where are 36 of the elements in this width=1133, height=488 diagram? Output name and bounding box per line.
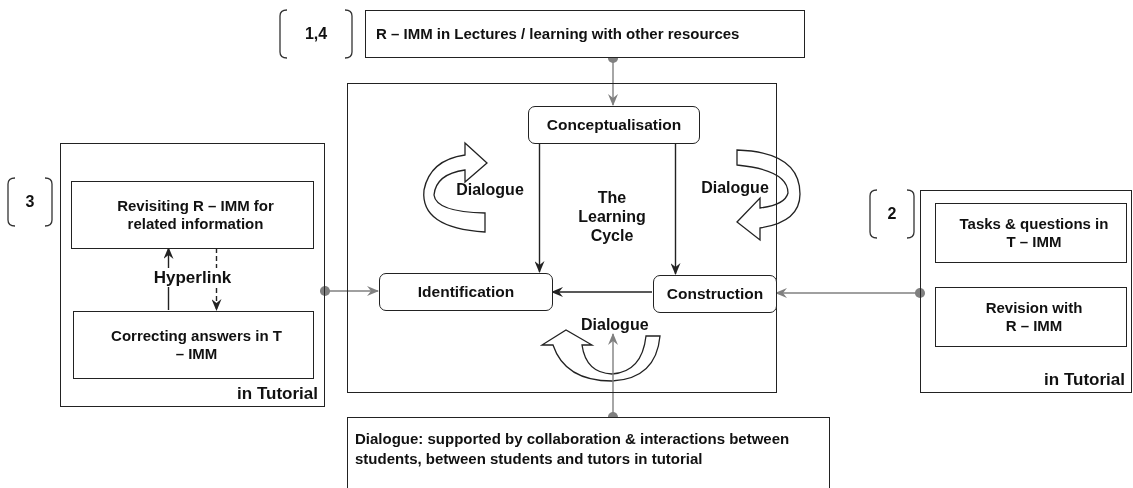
box-text: Conceptualisation bbox=[545, 116, 683, 134]
tutorial-panel bbox=[920, 190, 1132, 393]
arrow bbox=[534, 142, 545, 273]
stage-box bbox=[653, 275, 777, 313]
box-text: Dialogue: supported by collaboration & interactions between students, between students and tutors in tutorial bbox=[355, 429, 791, 469]
arrow bbox=[211, 247, 222, 311]
step-number: 1,4 bbox=[303, 24, 329, 43]
connector-arrow bbox=[319, 285, 379, 297]
box-text: R – IMM in Lectures / learning with other resources bbox=[376, 25, 740, 43]
arrow bbox=[670, 142, 681, 275]
box-text: Identification bbox=[416, 283, 516, 301]
connector-arrow bbox=[775, 287, 926, 299]
step-number: 2 bbox=[886, 204, 898, 223]
diagram-label: The Learning Cycle bbox=[577, 188, 647, 245]
box-text: Construction bbox=[665, 285, 765, 303]
stage-box bbox=[528, 106, 700, 144]
text-box bbox=[71, 181, 314, 249]
box-text: Revisiting R – IMM for related information bbox=[116, 197, 275, 233]
stage-box bbox=[379, 273, 553, 311]
text-box bbox=[73, 311, 314, 379]
tutorial-panel bbox=[60, 143, 325, 407]
cycle-frame bbox=[347, 83, 777, 393]
text-box bbox=[365, 10, 805, 58]
panel-caption: in Tutorial bbox=[237, 385, 318, 403]
text-box bbox=[935, 287, 1127, 347]
box-text: Correcting answers in T – IMM bbox=[110, 327, 283, 363]
box-text: Revision with R – IMM bbox=[984, 299, 1084, 335]
panel-caption: in Tutorial bbox=[1044, 371, 1125, 389]
arrow bbox=[551, 287, 653, 297]
dialogue-label: Dialogue bbox=[581, 315, 647, 335]
diagram-label: Dialogue bbox=[455, 180, 525, 199]
box-text: Tasks & questions in T – IMM bbox=[958, 215, 1110, 251]
text-box bbox=[347, 417, 830, 488]
step-number: 3 bbox=[24, 192, 36, 211]
text-box bbox=[935, 203, 1127, 263]
diagram-label: Dialogue bbox=[700, 178, 770, 197]
